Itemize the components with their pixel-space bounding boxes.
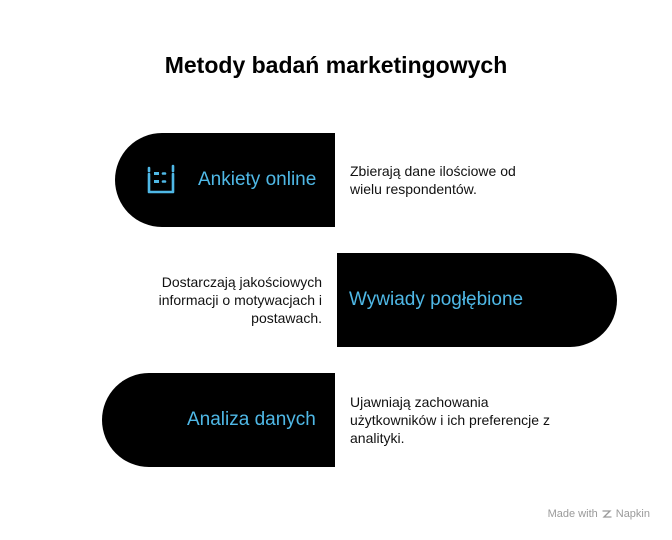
item-label-ankiety-online: Ankiety online xyxy=(198,169,317,190)
pill-analiza-danych: Analiza danych xyxy=(102,373,335,467)
item-description-ankiety-online: Zbierają dane ilościowe od wielu respond… xyxy=(350,163,516,197)
napkin-logo-icon xyxy=(601,508,613,520)
napkin-brand-label: Napkin xyxy=(615,508,650,520)
pill-ankiety-online: Ankiety online xyxy=(115,133,335,227)
survey-form-icon xyxy=(143,162,179,198)
pill-wywiady-poglebione: Wywiady pogłębione xyxy=(337,253,617,347)
item-description-wywiady-poglebione: Dostarczają jakościowych informacji o mo… xyxy=(158,274,322,326)
item-label-analiza-danych: Analiza danych xyxy=(187,409,316,430)
item-label-wywiady-poglebione: Wywiady pogłębione xyxy=(349,289,524,310)
item-description-analiza-danych: Ujawniają zachowania użytkowników i ich … xyxy=(350,394,550,446)
napkin-watermark: Made with Napkin xyxy=(548,508,650,520)
diagram-title: Metody badań marketingowych xyxy=(164,52,508,78)
made-with-label: Made with xyxy=(547,508,598,520)
